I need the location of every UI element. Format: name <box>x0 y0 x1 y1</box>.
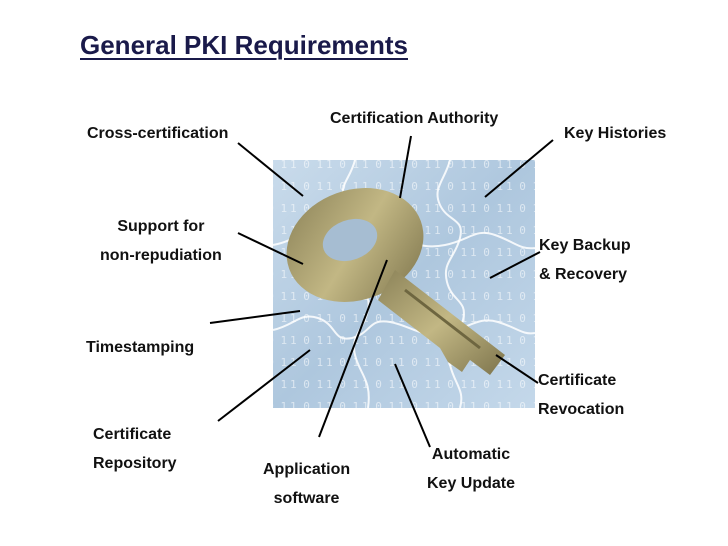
label-key-backup-line1: Key Backup <box>539 237 631 254</box>
label-key-backup-recovery: Key Backup & Recovery <box>539 231 631 289</box>
page-title: General PKI Requirements <box>80 30 408 60</box>
label-timestamping: Timestamping <box>86 339 195 356</box>
label-application-software: Application software <box>263 455 350 513</box>
label-automatic-key-update: Automatic Key Update <box>427 440 515 498</box>
label-application-software-line1: Application <box>263 461 351 478</box>
label-certification-authority: Certification Authority <box>330 110 499 127</box>
label-key-histories: Key Histories <box>564 125 667 142</box>
label-application-software-line2: software <box>273 490 340 507</box>
label-support-for-line1: Support for <box>117 218 205 235</box>
label-support-for-non-repudiation: Support for non-repudiation <box>100 212 222 270</box>
label-key-backup-line2: & Recovery <box>539 266 628 283</box>
label-certificate-repository-line1: Certificate <box>93 426 172 443</box>
label-certificate-revocation-line1: Certificate <box>538 372 617 389</box>
label-support-for-line2: non-repudiation <box>100 247 222 264</box>
label-automatic-key-update-line1: Automatic <box>431 446 511 463</box>
label-cross-certification: Cross-certification <box>87 125 229 142</box>
label-certificate-repository-line2: Repository <box>93 455 177 472</box>
label-certificate-revocation: Certificate Revocation <box>538 366 624 424</box>
leader-lines <box>209 135 554 448</box>
label-certificate-revocation-line2: Revocation <box>538 401 625 418</box>
puzzle-key-icon <box>272 159 536 409</box>
label-automatic-key-update-line2: Key Update <box>427 475 516 492</box>
label-certificate-repository: Certificate Repository <box>93 420 177 478</box>
